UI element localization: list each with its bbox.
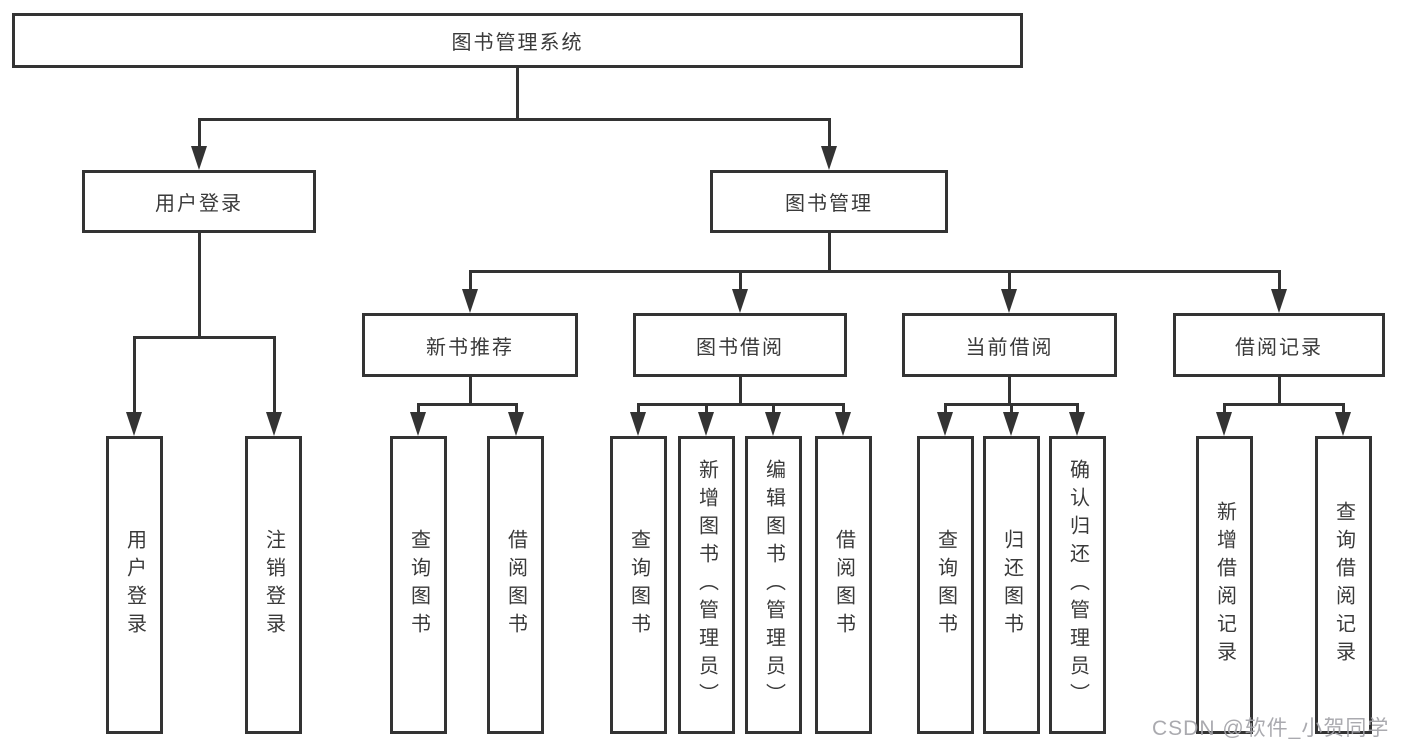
arrow-down-icon (191, 146, 207, 170)
connector-stem (739, 377, 742, 406)
node-label: 借阅记录 (1235, 336, 1323, 359)
connector-stub (1076, 403, 1079, 414)
leaf-return-book: 归还图书 (983, 436, 1040, 734)
arrow-down-icon (1001, 289, 1017, 313)
connector-root-bus (198, 118, 830, 121)
connector-bookmgmt-bus (469, 270, 1281, 273)
node-label: 借阅图书 (504, 529, 527, 641)
connector-stub (1278, 270, 1281, 291)
leaf-borrow-book-recommend: 借阅图书 (487, 436, 544, 734)
node-label: 用户登录 (155, 193, 243, 215)
connector-stub (772, 403, 775, 414)
node-label: 当前借阅 (965, 336, 1054, 359)
arrow-down-icon (698, 412, 714, 436)
connector-bus (637, 403, 845, 406)
connector-stub (1342, 403, 1345, 414)
connector-stub (133, 336, 136, 414)
leaf-query-book-borrow: 查询图书 (610, 436, 667, 734)
node-new-book-recommend: 新书推荐 (362, 313, 578, 377)
node-label: 新增借阅记录 (1213, 501, 1236, 669)
connector-stem (469, 377, 472, 406)
connector-stem (1008, 377, 1011, 406)
node-label: 查询图书 (934, 529, 957, 641)
leaf-add-book-admin: 新增图书（管理员） (678, 436, 735, 734)
connector-stub (705, 403, 708, 414)
node-label: 图书管理 (785, 193, 873, 215)
arrow-down-icon (508, 412, 524, 436)
node-current-borrow: 当前借阅 (902, 313, 1117, 377)
connector-root-stem (516, 68, 519, 120)
node-label: 查询图书 (627, 529, 650, 641)
arrow-down-icon (1216, 412, 1232, 436)
connector-stub (842, 403, 845, 414)
leaf-query-borrow-record: 查询借阅记录 (1315, 436, 1372, 734)
connector-bus (417, 403, 518, 406)
arrow-down-icon (821, 146, 837, 170)
node-label: 图书借阅 (696, 336, 784, 359)
connector-stub (273, 336, 276, 414)
leaf-borrow-book: 借阅图书 (815, 436, 872, 734)
connector-userlogin-stem (198, 233, 201, 338)
connector-stub (515, 403, 518, 414)
arrow-down-icon (765, 412, 781, 436)
arrow-down-icon (266, 412, 282, 436)
connector-stub (1010, 403, 1013, 414)
arrow-down-icon (1335, 412, 1351, 436)
node-label: 用户登录 (123, 529, 146, 641)
leaf-logout: 注销登录 (245, 436, 302, 734)
node-label: 借阅图书 (832, 529, 855, 641)
arrow-down-icon (462, 289, 478, 313)
arrow-down-icon (1069, 412, 1085, 436)
node-label: 图书管理系统 (451, 32, 584, 54)
node-label: 编辑图书（管理员） (762, 459, 785, 711)
leaf-edit-book-admin: 编辑图书（管理员） (745, 436, 802, 734)
connector-stub (1223, 403, 1226, 414)
node-label: 注销登录 (262, 529, 285, 641)
node-label: 查询借阅记录 (1332, 501, 1355, 669)
leaf-user-login: 用户登录 (106, 436, 163, 734)
arrow-down-icon (835, 412, 851, 436)
node-label: 新书推荐 (426, 336, 514, 359)
arrow-down-icon (410, 412, 426, 436)
node-book-borrow: 图书借阅 (633, 313, 847, 377)
connector-bus (1223, 403, 1344, 406)
connector-stub (828, 118, 831, 148)
node-borrow-records: 借阅记录 (1173, 313, 1385, 377)
connector-stub (469, 270, 472, 291)
node-label: 新增图书（管理员） (695, 459, 718, 711)
arrow-down-icon (1003, 412, 1019, 436)
connector-userlogin-bus (133, 336, 275, 339)
connector-stub (944, 403, 947, 414)
arrow-down-icon (126, 412, 142, 436)
connector-bookmgmt-stem (828, 233, 831, 273)
leaf-add-borrow-record: 新增借阅记录 (1196, 436, 1253, 734)
connector-stem (1278, 377, 1281, 406)
node-label: 查询图书 (407, 529, 430, 641)
arrow-down-icon (1271, 289, 1287, 313)
connector-stub (417, 403, 420, 414)
csdn-watermark: CSDN @软件_小贺同学 (1152, 717, 1390, 740)
node-library-system: 图书管理系统 (12, 13, 1023, 68)
node-user-login-branch: 用户登录 (82, 170, 316, 233)
arrow-down-icon (630, 412, 646, 436)
leaf-confirm-return-admin: 确认归还（管理员） (1049, 436, 1106, 734)
leaf-query-book-current: 查询图书 (917, 436, 974, 734)
node-label: 确认归还（管理员） (1066, 459, 1089, 711)
node-book-management: 图书管理 (710, 170, 948, 233)
leaf-query-book-recommend: 查询图书 (390, 436, 447, 734)
arrow-down-icon (937, 412, 953, 436)
node-label: 归还图书 (1000, 529, 1023, 641)
connector-stub (1008, 270, 1011, 291)
arrow-down-icon (732, 289, 748, 313)
connector-stub (198, 118, 201, 148)
connector-stub (739, 270, 742, 291)
connector-stub (637, 403, 640, 414)
